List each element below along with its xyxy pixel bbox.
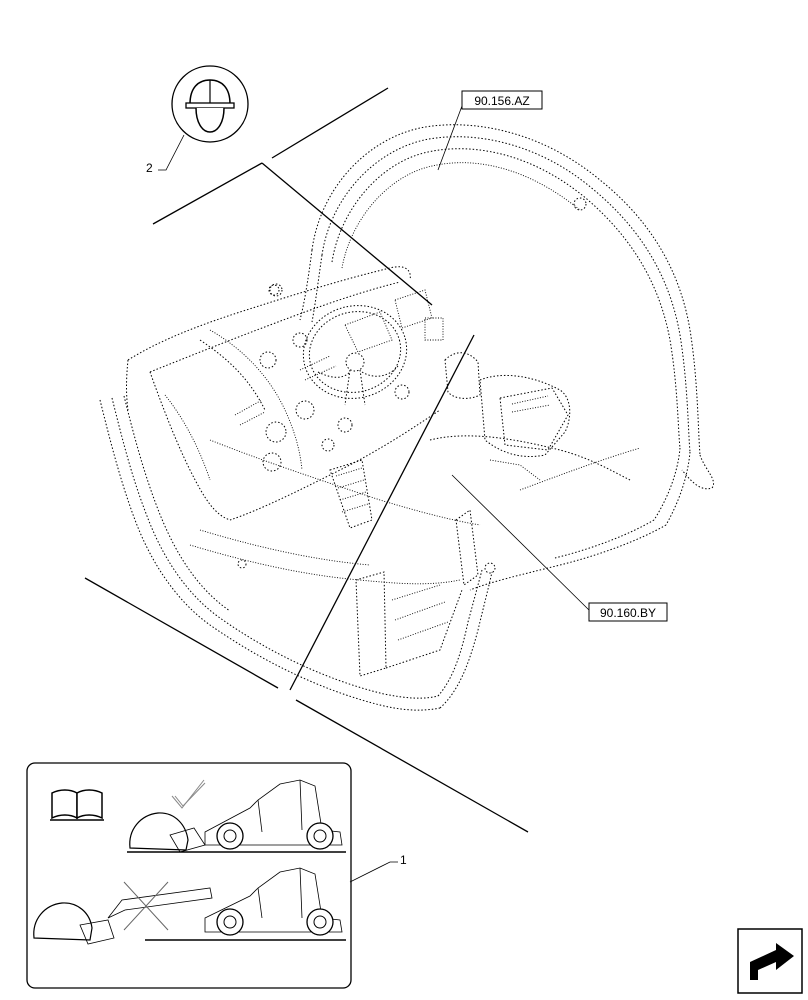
checkmark-icon bbox=[171, 779, 206, 809]
reference-label-right[interactable]: 90.160.BY bbox=[600, 606, 656, 620]
load-decal: 1 bbox=[26, 762, 407, 989]
joystick-console bbox=[237, 197, 641, 574]
next-page-button[interactable] bbox=[737, 928, 803, 994]
helmet-decal: 2 bbox=[146, 65, 249, 175]
hard-hat-icon bbox=[185, 79, 235, 133]
next-page-arrow-icon bbox=[750, 943, 794, 980]
reference-90-156-az[interactable]: 90.156.AZ bbox=[437, 90, 543, 171]
rear-floor-panel bbox=[355, 509, 479, 677]
callout-1-number: 1 bbox=[400, 853, 407, 867]
pedals bbox=[329, 459, 373, 529]
reference-90-160-by[interactable]: 90.160.BY bbox=[451, 474, 668, 622]
correct-usage-illustration bbox=[127, 779, 346, 853]
reference-label-top[interactable]: 90.156.AZ bbox=[474, 94, 529, 108]
open-book-icon bbox=[50, 789, 104, 821]
incorrect-usage-illustration bbox=[33, 867, 346, 945]
callout-2-number: 2 bbox=[146, 161, 153, 175]
cross-icon bbox=[123, 881, 169, 931]
dashboard bbox=[126, 266, 444, 521]
steering-wheel bbox=[302, 305, 408, 406]
cab-roll-frame bbox=[99, 124, 714, 711]
section-lines bbox=[84, 87, 529, 833]
